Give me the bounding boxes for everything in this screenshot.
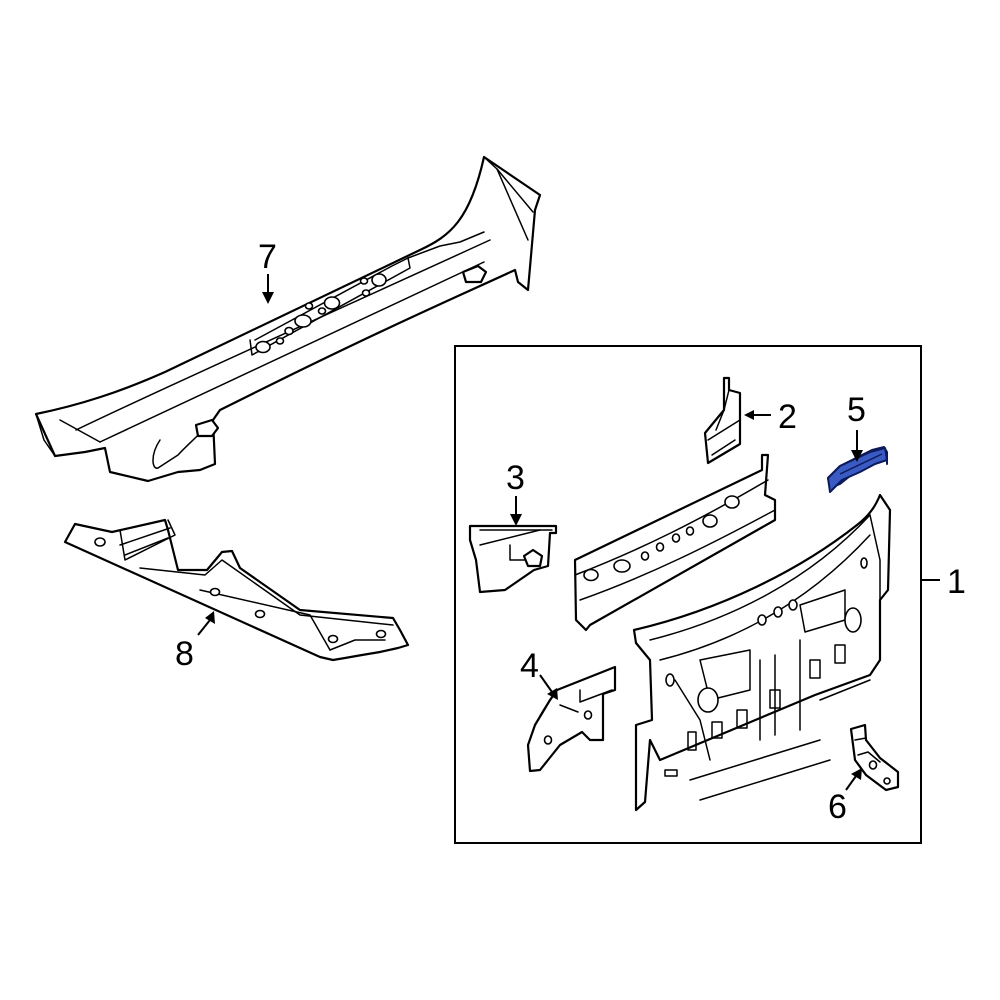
callout-label-8: 8 <box>175 635 194 673</box>
callout-label-1: 1 <box>947 563 966 601</box>
callout-label-2: 2 <box>778 398 797 436</box>
callout-3[interactable]: 3 <box>506 459 525 526</box>
part-7-cowl-panel[interactable] <box>34 155 542 483</box>
callout-6[interactable]: 6 <box>828 768 862 826</box>
part-4-side-reinforcement[interactable] <box>526 665 617 773</box>
assembly-group-box <box>454 345 922 844</box>
part-5-upper-reinforcement-highlighted[interactable] <box>827 446 888 493</box>
callout-2[interactable]: 2 <box>744 398 797 436</box>
callout-label-4: 4 <box>520 647 539 685</box>
callout-label-3: 3 <box>506 459 525 497</box>
callout-5[interactable]: 5 <box>847 391 866 462</box>
callout-label-7: 7 <box>258 238 277 276</box>
callout-label-6: 6 <box>828 788 847 826</box>
callout-label-5: 5 <box>847 391 866 429</box>
callout-7[interactable]: 7 <box>258 238 277 304</box>
part-8-lower-reinforcement[interactable] <box>63 518 410 662</box>
callout-8[interactable]: 8 <box>175 611 215 673</box>
part-2-upper-bracket[interactable] <box>703 376 742 465</box>
part-1-back-panel[interactable] <box>632 493 892 812</box>
part-crossmember[interactable] <box>573 453 777 632</box>
part-3-side-bracket[interactable] <box>468 524 558 594</box>
part-6-lower-bracket[interactable] <box>849 723 900 792</box>
callout-4[interactable]: 4 <box>520 647 558 700</box>
callout-1[interactable]: 1 <box>921 563 966 601</box>
